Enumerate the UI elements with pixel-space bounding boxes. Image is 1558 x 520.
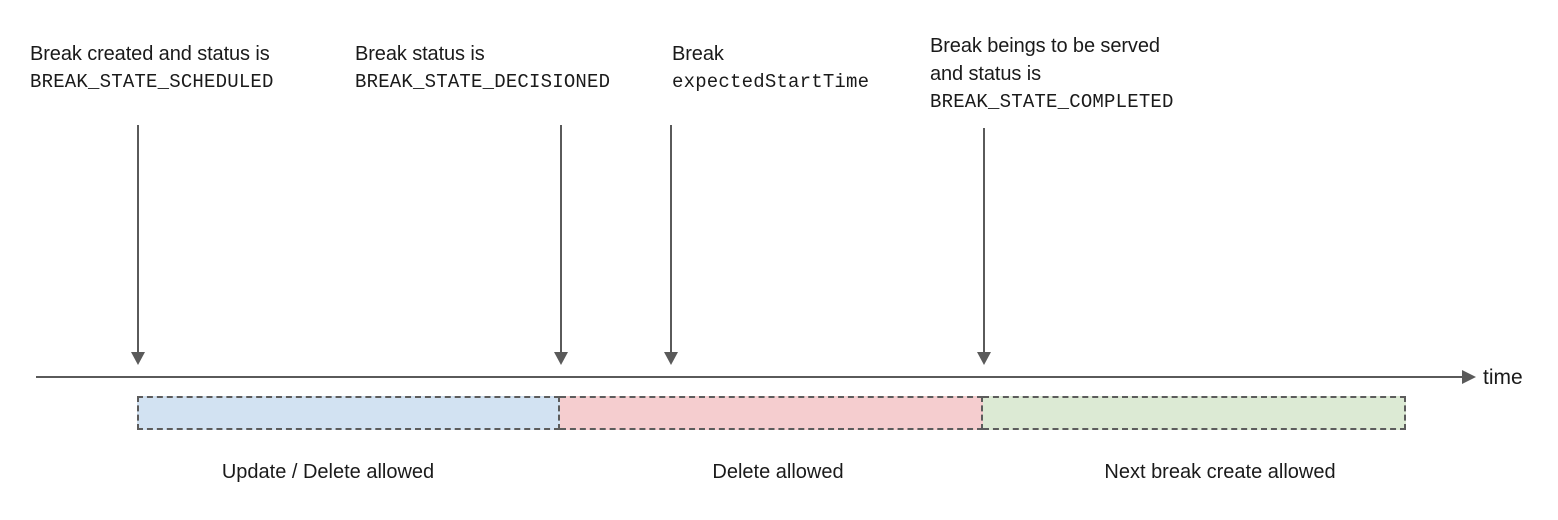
event-arrow-scheduled-icon	[131, 125, 145, 365]
phase-bar-update-delete	[137, 396, 560, 430]
annotation-completed-line-3: BREAK_STATE_COMPLETED	[930, 91, 1174, 113]
annotation-completed-line-2: and status is	[930, 63, 1041, 85]
event-arrow-completed-icon	[977, 128, 991, 365]
phase-caption-delete: Delete allowed	[712, 461, 844, 483]
phase-caption-next-break: Next break create allowed	[1104, 461, 1336, 483]
annotation-decisioned-line-1: Break status is	[355, 43, 485, 65]
phase-caption-update-delete: Update / Delete allowed	[221, 461, 435, 483]
annotation-completed: Break beings to be served and status is …	[930, 32, 1174, 116]
annotation-scheduled-line-1: Break created and status is	[30, 43, 270, 65]
annotation-scheduled: Break created and status is BREAK_STATE_…	[30, 40, 274, 96]
phase-bar-delete	[560, 396, 983, 430]
phase-bar-next-break	[983, 396, 1406, 430]
annotation-expected-start: Break expectedStartTime	[672, 40, 869, 96]
time-axis-line	[36, 376, 1470, 378]
annotation-completed-line-1: Break beings to be served	[930, 35, 1160, 57]
annotation-scheduled-line-2: BREAK_STATE_SCHEDULED	[30, 71, 274, 93]
time-axis-arrow-icon	[1462, 370, 1476, 384]
event-arrow-expected-start-icon	[664, 125, 678, 365]
annotation-expected-start-line-1: Break	[672, 43, 724, 65]
annotation-decisioned: Break status is BREAK_STATE_DECISIONED	[355, 40, 610, 96]
time-axis-label: time	[1483, 366, 1523, 389]
annotation-decisioned-line-2: BREAK_STATE_DECISIONED	[355, 71, 611, 93]
event-arrow-decisioned-icon	[554, 125, 568, 365]
annotation-expected-start-line-2: expectedStartTime	[672, 71, 870, 93]
